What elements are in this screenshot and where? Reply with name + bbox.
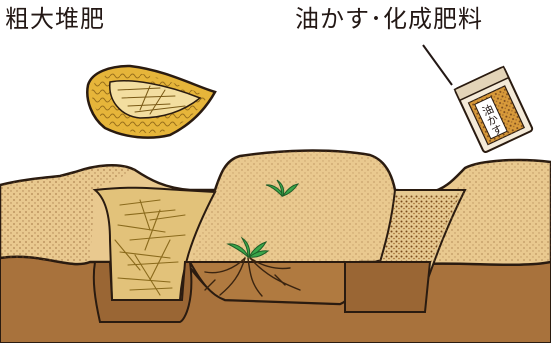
soil-texture-mid	[190, 150, 395, 262]
compost-pit	[92, 261, 193, 323]
fertilizer-pit	[344, 261, 432, 313]
plant-roots	[204, 257, 301, 297]
sprout-icon	[226, 236, 270, 259]
fertilizer-bag-icon: 油かす	[453, 65, 534, 153]
compost-furrow	[92, 186, 217, 301]
label-oilcake-fertilizer: 油かす･化成肥料	[295, 5, 483, 33]
straw-fibers	[114, 199, 186, 296]
label-rough-compost: 粗大堆肥	[5, 5, 105, 33]
pointer-line	[422, 44, 453, 86]
compost-basket-icon	[86, 64, 217, 139]
soil-texture	[0, 165, 135, 262]
sprout-icon-upper	[265, 179, 300, 197]
soil-texture-right	[430, 160, 551, 262]
